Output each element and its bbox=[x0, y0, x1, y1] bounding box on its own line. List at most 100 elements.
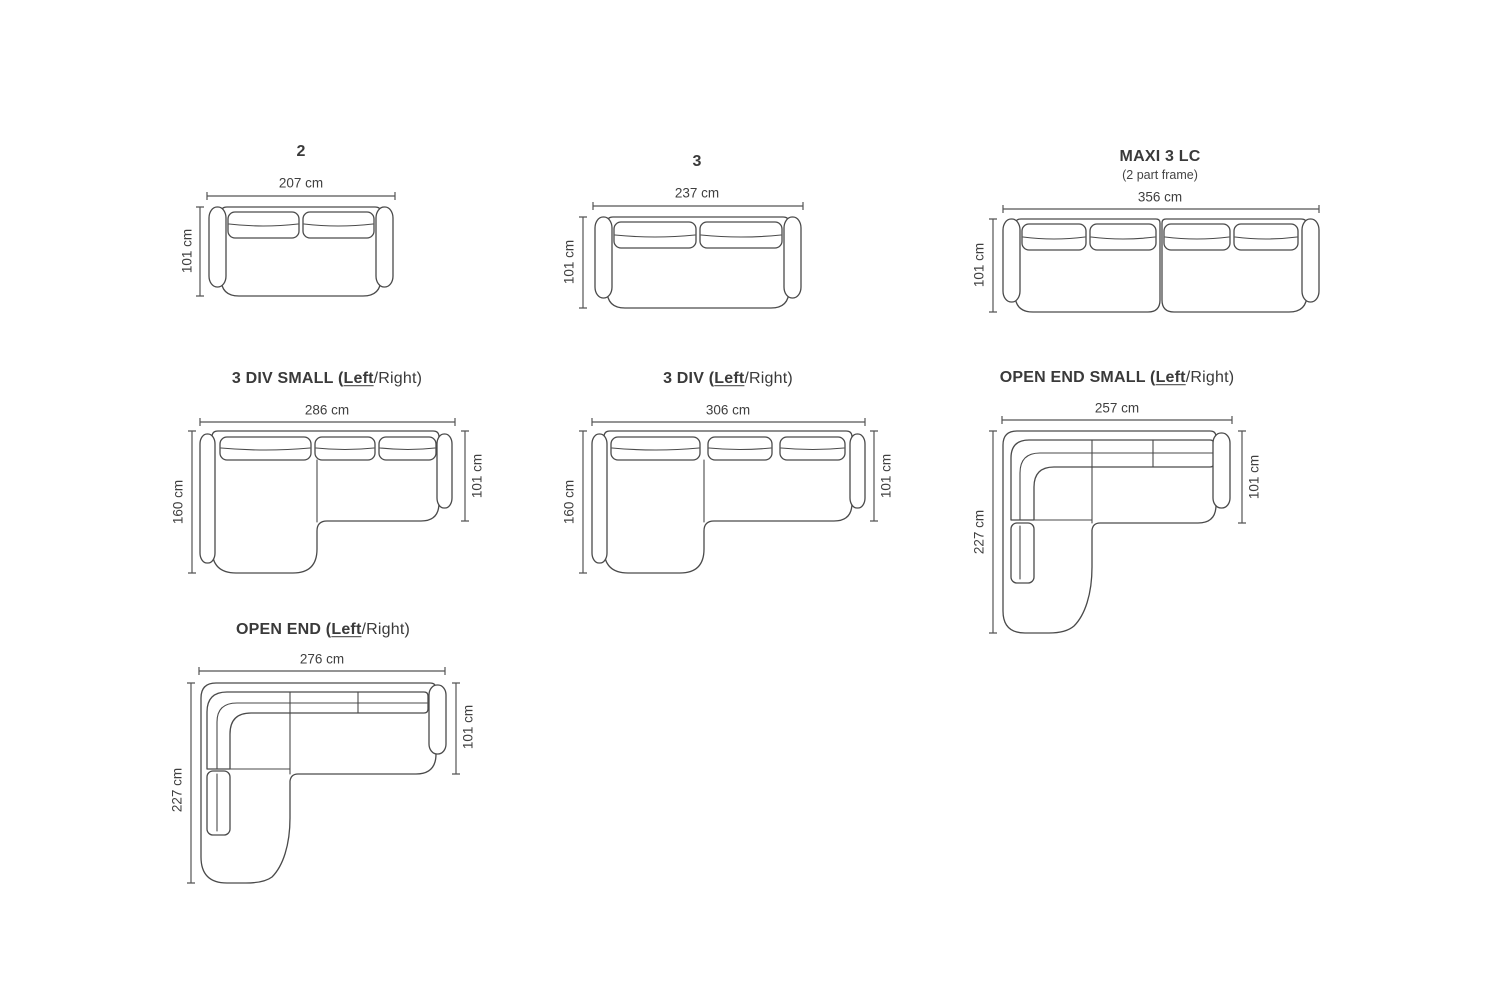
depth-label: 227 cm bbox=[169, 767, 185, 813]
cushion-seam bbox=[303, 223, 374, 227]
cushion-seam bbox=[700, 234, 782, 238]
maxi-3-lc-drawing bbox=[989, 205, 1320, 313]
cushion-seam bbox=[780, 447, 845, 451]
diagram-title: OPEN END SMALL (Left/Right) bbox=[1000, 369, 1235, 387]
width-dimension-line bbox=[1001, 416, 1233, 424]
cushion-seam bbox=[220, 447, 311, 451]
height-dimension-line bbox=[196, 206, 204, 297]
cushion-seam bbox=[1019, 452, 1214, 521]
height-dimension-line bbox=[1238, 430, 1246, 524]
3-div-small-drawing bbox=[188, 418, 469, 574]
cushion-seam bbox=[614, 234, 696, 238]
cushion-seam bbox=[1234, 236, 1298, 240]
title-left-option: Left bbox=[343, 370, 374, 388]
title-left-option: Left bbox=[1155, 369, 1186, 387]
diagram-title: 2 bbox=[296, 143, 306, 161]
back-cushion bbox=[219, 436, 312, 461]
open-end-drawing bbox=[187, 667, 460, 884]
armrest-right bbox=[783, 216, 802, 299]
cushion-divider bbox=[1091, 439, 1154, 468]
width-label: 286 cm bbox=[304, 402, 350, 418]
armrest-left bbox=[591, 433, 608, 564]
height-dimension-line bbox=[452, 682, 460, 775]
width-label: 257 cm bbox=[1094, 400, 1140, 416]
armrest-right bbox=[1301, 218, 1320, 303]
open-end-small-drawing bbox=[989, 416, 1246, 634]
depth-label: 160 cm bbox=[170, 479, 186, 525]
diagram-title: 3 DIV (Left/Right) bbox=[663, 370, 793, 388]
cushion-seam bbox=[315, 447, 375, 451]
side-back-cushion bbox=[206, 770, 231, 836]
height-label: 101 cm bbox=[971, 242, 987, 288]
depth-dimension-line bbox=[989, 430, 997, 634]
armrest-left bbox=[594, 216, 613, 299]
back-cushion bbox=[302, 211, 375, 239]
back-cushion bbox=[227, 211, 300, 239]
diagram-title: MAXI 3 LC bbox=[1119, 148, 1201, 166]
depth-label: 160 cm bbox=[561, 479, 577, 525]
title-separator: ( bbox=[1145, 369, 1156, 387]
width-dimension-line bbox=[198, 667, 446, 675]
back-cushion bbox=[707, 436, 773, 461]
width-label: 276 cm bbox=[299, 651, 345, 667]
armrest-right bbox=[375, 206, 394, 288]
back-cushion bbox=[1163, 223, 1231, 251]
diagram-title: 3 DIV SMALL (Left/Right) bbox=[232, 370, 422, 388]
back-cushion bbox=[378, 436, 437, 461]
cushion-seam bbox=[216, 702, 428, 770]
armrest-left bbox=[208, 206, 227, 288]
width-dimension-line bbox=[206, 192, 396, 200]
cushion-seam bbox=[1090, 236, 1156, 240]
3-div-drawing bbox=[579, 418, 878, 574]
title-right-option: /Right) bbox=[373, 370, 423, 388]
armrest-right bbox=[436, 433, 453, 509]
depth-label: 227 cm bbox=[971, 509, 987, 555]
height-label: 101 cm bbox=[469, 453, 485, 499]
width-dimension-line bbox=[591, 418, 866, 426]
cushion-seam bbox=[379, 447, 436, 451]
title-right-option: /Right) bbox=[361, 621, 411, 639]
width-label: 306 cm bbox=[705, 402, 751, 418]
cushion-seam bbox=[1164, 236, 1230, 240]
height-dimension-line bbox=[989, 218, 997, 313]
depth-dimension-line bbox=[579, 430, 587, 574]
title-name: OPEN END SMALL bbox=[999, 369, 1146, 387]
sofa-3-drawing bbox=[579, 202, 804, 309]
title-separator: ( bbox=[704, 370, 715, 388]
title-right-option: /Right) bbox=[1185, 369, 1235, 387]
back-cushion bbox=[779, 436, 846, 461]
height-dimension-line bbox=[870, 430, 878, 522]
title-left-option: Left bbox=[331, 621, 362, 639]
cushion-seam bbox=[611, 447, 700, 451]
title-separator: ( bbox=[333, 370, 344, 388]
height-label: 101 cm bbox=[460, 704, 476, 750]
back-cushion bbox=[1021, 223, 1087, 251]
height-label: 101 cm bbox=[561, 239, 577, 285]
width-label: 356 cm bbox=[1137, 189, 1183, 205]
sofa-body bbox=[211, 430, 440, 574]
title-separator: ( bbox=[321, 621, 332, 639]
side-back-cushion bbox=[1010, 522, 1035, 584]
depth-dimension-line bbox=[188, 430, 196, 574]
back-cushion bbox=[314, 436, 376, 461]
width-dimension-line bbox=[592, 202, 804, 210]
sofa-2-drawing bbox=[196, 192, 396, 297]
title-left-option: Left bbox=[714, 370, 745, 388]
width-label: 207 cm bbox=[278, 175, 324, 191]
sofa-body bbox=[603, 430, 853, 574]
armrest-left bbox=[1002, 218, 1021, 303]
cushion-seam bbox=[228, 223, 299, 227]
height-label: 101 cm bbox=[878, 453, 894, 499]
width-dimension-line bbox=[199, 418, 456, 426]
back-cushion bbox=[1089, 223, 1157, 251]
title-right-option: /Right) bbox=[744, 370, 793, 388]
title-name: 3 DIV bbox=[663, 370, 705, 388]
cushion-seam bbox=[1022, 236, 1086, 240]
diagram-title: OPEN END (Left/Right) bbox=[236, 621, 410, 639]
width-dimension-line bbox=[1002, 205, 1320, 213]
armrest-right bbox=[428, 684, 447, 755]
armrest-right bbox=[849, 433, 866, 509]
armrest-right bbox=[1212, 432, 1231, 509]
